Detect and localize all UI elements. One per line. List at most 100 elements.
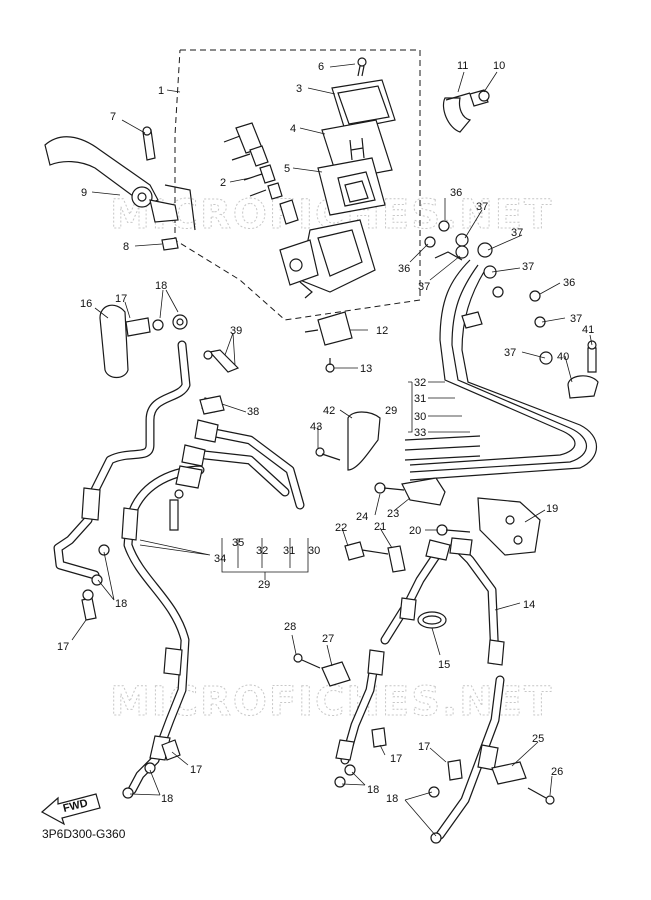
callout-13: 13 xyxy=(360,363,372,375)
callout-2: 2 xyxy=(220,177,226,189)
callout-7: 7 xyxy=(110,111,116,123)
cap-screw xyxy=(357,57,367,77)
bolt-43 xyxy=(315,447,341,461)
callout-22: 22 xyxy=(335,522,347,534)
hose-clamp-15 xyxy=(417,611,447,629)
switch-screw xyxy=(325,358,335,373)
callout-39: 39 xyxy=(230,325,242,337)
callout-37-b: 37 xyxy=(511,227,523,239)
bolt-28 xyxy=(293,653,321,669)
fwd-label: FWD xyxy=(62,797,89,815)
callout-15: 15 xyxy=(438,659,450,671)
pipe-clamp-42 xyxy=(347,411,381,471)
master-cylinder-holder xyxy=(442,92,472,133)
brake-hose-left-2 xyxy=(123,465,205,795)
master-cylinder-body xyxy=(279,219,376,299)
callout-19: 19 xyxy=(546,503,558,515)
callout-38: 38 xyxy=(247,406,259,418)
callout-37-a: 37 xyxy=(476,201,488,213)
callout-32-a: 32 xyxy=(256,545,268,557)
union-bolt-upper xyxy=(125,314,188,337)
callout-42: 42 xyxy=(323,405,335,417)
callout-11: 11 xyxy=(457,60,468,72)
forward-arrow: FWD xyxy=(40,793,101,826)
callout-25: 25 xyxy=(532,733,544,745)
callout-37-c: 37 xyxy=(418,281,430,293)
callout-33: 33 xyxy=(414,427,426,439)
reservoir-plate xyxy=(317,157,386,216)
brake-switch xyxy=(304,311,353,346)
callout-31-b: 31 xyxy=(414,393,426,405)
callout-20: 20 xyxy=(409,525,421,537)
callout-35: 35 xyxy=(232,537,244,549)
callout-37-d: 37 xyxy=(522,261,534,273)
hose-fittings-left xyxy=(81,397,219,761)
callout-21: 21 xyxy=(374,521,386,533)
brake-joint-19 xyxy=(477,497,541,556)
callout-26: 26 xyxy=(551,766,563,778)
callout-18-c: 18 xyxy=(161,793,173,805)
pipe-bracket-40 xyxy=(567,375,599,399)
bolt-39 xyxy=(203,349,240,373)
callout-17-b: 17 xyxy=(57,641,69,653)
callout-5: 5 xyxy=(284,163,290,175)
callout-32-b: 32 xyxy=(414,377,426,389)
callout-36-b: 36 xyxy=(398,263,410,275)
lever-nut xyxy=(161,237,179,251)
callout-17-c: 17 xyxy=(190,764,202,776)
callout-17-e: 17 xyxy=(418,741,430,753)
callout-37-e: 37 xyxy=(570,313,582,325)
callout-43: 43 xyxy=(310,421,322,433)
callout-37-f: 37 xyxy=(504,347,516,359)
callout-29-a: 29 xyxy=(258,579,270,591)
pipe-fittings-36-37 xyxy=(424,220,553,365)
union-bolt-left-lower xyxy=(81,544,110,621)
bolt-22 xyxy=(344,541,389,561)
bolt-26 xyxy=(527,787,555,805)
leader-lines xyxy=(71,63,593,837)
callout-30-a: 30 xyxy=(308,545,320,557)
group-29-bracket-left xyxy=(221,538,309,580)
holder-bolt xyxy=(469,89,490,107)
callout-4: 4 xyxy=(290,123,296,135)
callout-24: 24 xyxy=(356,511,368,523)
brake-hose-left-1 xyxy=(53,340,191,580)
callout-29-b: 29 xyxy=(385,405,397,417)
callout-labels: 1 2 3 4 5 6 7 8 9 10 11 12 13 14 15 16 1… xyxy=(57,60,594,805)
callout-6: 6 xyxy=(318,61,324,73)
master-cylinder-assembly-outline xyxy=(174,49,421,321)
callout-36-a: 36 xyxy=(450,187,462,199)
callout-18-e: 18 xyxy=(386,793,398,805)
bracket-23 xyxy=(401,477,446,506)
callout-31-a: 31 xyxy=(283,545,295,557)
brake-lever xyxy=(44,136,196,231)
callout-18-d: 18 xyxy=(367,784,379,796)
union-bolts-lower-right xyxy=(334,727,463,844)
callout-23: 23 xyxy=(387,508,399,520)
callout-27: 27 xyxy=(322,633,334,645)
bolt-20 xyxy=(436,524,471,536)
brake-hose-upper-run xyxy=(200,427,305,510)
callout-16: 16 xyxy=(80,298,92,310)
callout-18-b: 18 xyxy=(115,598,127,610)
callout-10: 10 xyxy=(493,60,505,72)
callout-28: 28 xyxy=(284,621,296,633)
callout-36-c: 36 xyxy=(563,277,575,289)
diagram-code: 3P6D300-G360 xyxy=(42,827,126,841)
callout-8: 8 xyxy=(123,241,129,253)
brake-pipe-bundle xyxy=(404,251,597,481)
piston-kit xyxy=(223,122,299,225)
callout-30-b: 30 xyxy=(414,411,426,423)
callout-34: 34 xyxy=(214,553,226,565)
hose-guide-25 xyxy=(491,761,527,785)
callout-18-a: 18 xyxy=(155,280,167,292)
callout-3: 3 xyxy=(296,83,302,95)
hose-fittings-right xyxy=(335,537,505,771)
callout-40: 40 xyxy=(557,351,569,363)
lever-pivot-bolt xyxy=(142,126,156,161)
callout-12: 12 xyxy=(376,325,388,337)
bolt-24 xyxy=(374,482,405,494)
callout-1: 1 xyxy=(158,85,164,97)
group-29-bracket-right xyxy=(408,381,413,433)
